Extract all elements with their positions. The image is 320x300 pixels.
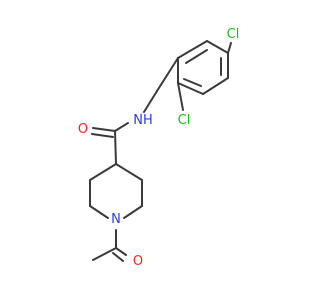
bond-ring-c2-c3: [206, 40, 229, 54]
bond-ring-inner-1: [185, 49, 208, 64]
bond-ring-c1-c2: [177, 40, 208, 59]
bond-c6-cl-ortho: [177, 82, 184, 111]
bond-ch2-nh: [143, 90, 158, 113]
bond-pip-c2-n: [123, 205, 143, 219]
bond-carbonyl-c4: [114, 130, 117, 165]
atom-label-oxygen-amide: O: [78, 122, 88, 137]
bond-carbonyl-o-1: [92, 127, 116, 132]
atom-labels: O NH N O Cl Cl: [78, 27, 239, 269]
bonds: [89, 40, 232, 262]
bond-pip-c4-c3: [115, 163, 143, 181]
bond-c1-ch2: [156, 57, 179, 92]
bond-acetyl-methyl: [92, 247, 117, 261]
bond-acetyl-o-1: [115, 247, 127, 256]
bond-c3-cl-top: [227, 42, 232, 54]
molecule-structure: O NH N O Cl Cl: [78, 27, 239, 269]
bond-pip-n-c6: [89, 205, 109, 219]
bond-acetyl-o-2: [112, 252, 124, 262]
atom-label-nitrogen-amide: NH: [133, 113, 153, 128]
atom-label-nitrogen-ring: N: [111, 212, 121, 227]
atom-label-oxygen-acetyl: O: [133, 254, 143, 269]
bond-pip-c5-c4: [89, 163, 117, 181]
bond-nh-carbonyl: [114, 122, 129, 132]
bond-carbonyl-o-2: [91, 133, 114, 138]
atom-label-chlorine-top: Cl: [227, 27, 240, 42]
bond-ring-c5-c6: [177, 82, 204, 95]
bond-ring-c4-c5: [202, 77, 229, 95]
atom-label-chlorine-ortho: Cl: [178, 113, 191, 128]
bond-ring-inner-3: [183, 78, 202, 87]
